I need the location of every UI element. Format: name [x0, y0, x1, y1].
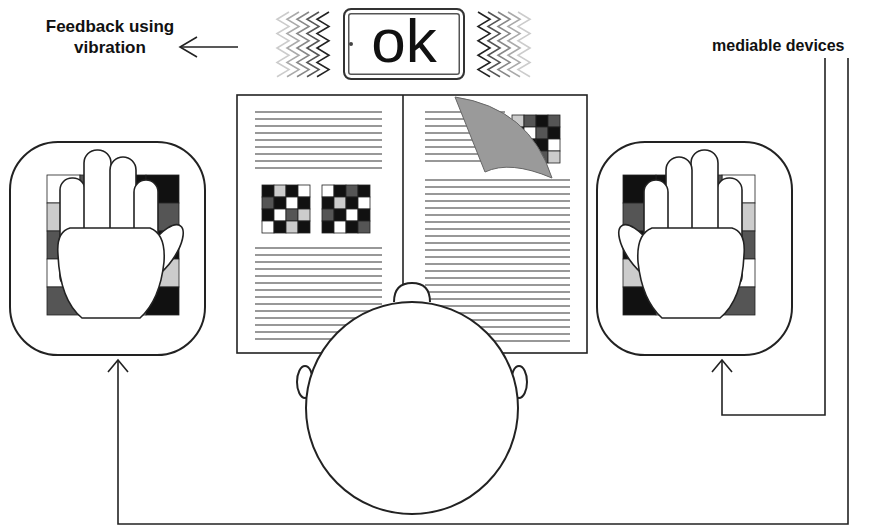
vibration-zigzag — [518, 12, 530, 77]
vibration-zigzag — [478, 12, 490, 77]
vibration-zigzag — [317, 12, 329, 77]
vibration-zigzag — [508, 12, 520, 77]
vibration-zigzag — [277, 12, 289, 77]
annotation-label: mediable devices — [712, 36, 862, 56]
head-top-view — [297, 283, 527, 514]
leader-lines — [108, 58, 848, 524]
vibration-zigzag — [287, 12, 299, 77]
vibration-zigzag — [297, 12, 309, 77]
feedback-display: ok — [343, 8, 465, 80]
feedback-arrow — [180, 37, 238, 57]
annotation-label: Feedback using vibration — [25, 16, 195, 59]
device-button — [349, 42, 353, 46]
vibration-zigzag — [498, 12, 510, 77]
display-text: ok — [371, 10, 436, 72]
vibration-zigzag — [307, 12, 319, 77]
vibration-zigzag — [488, 12, 500, 77]
